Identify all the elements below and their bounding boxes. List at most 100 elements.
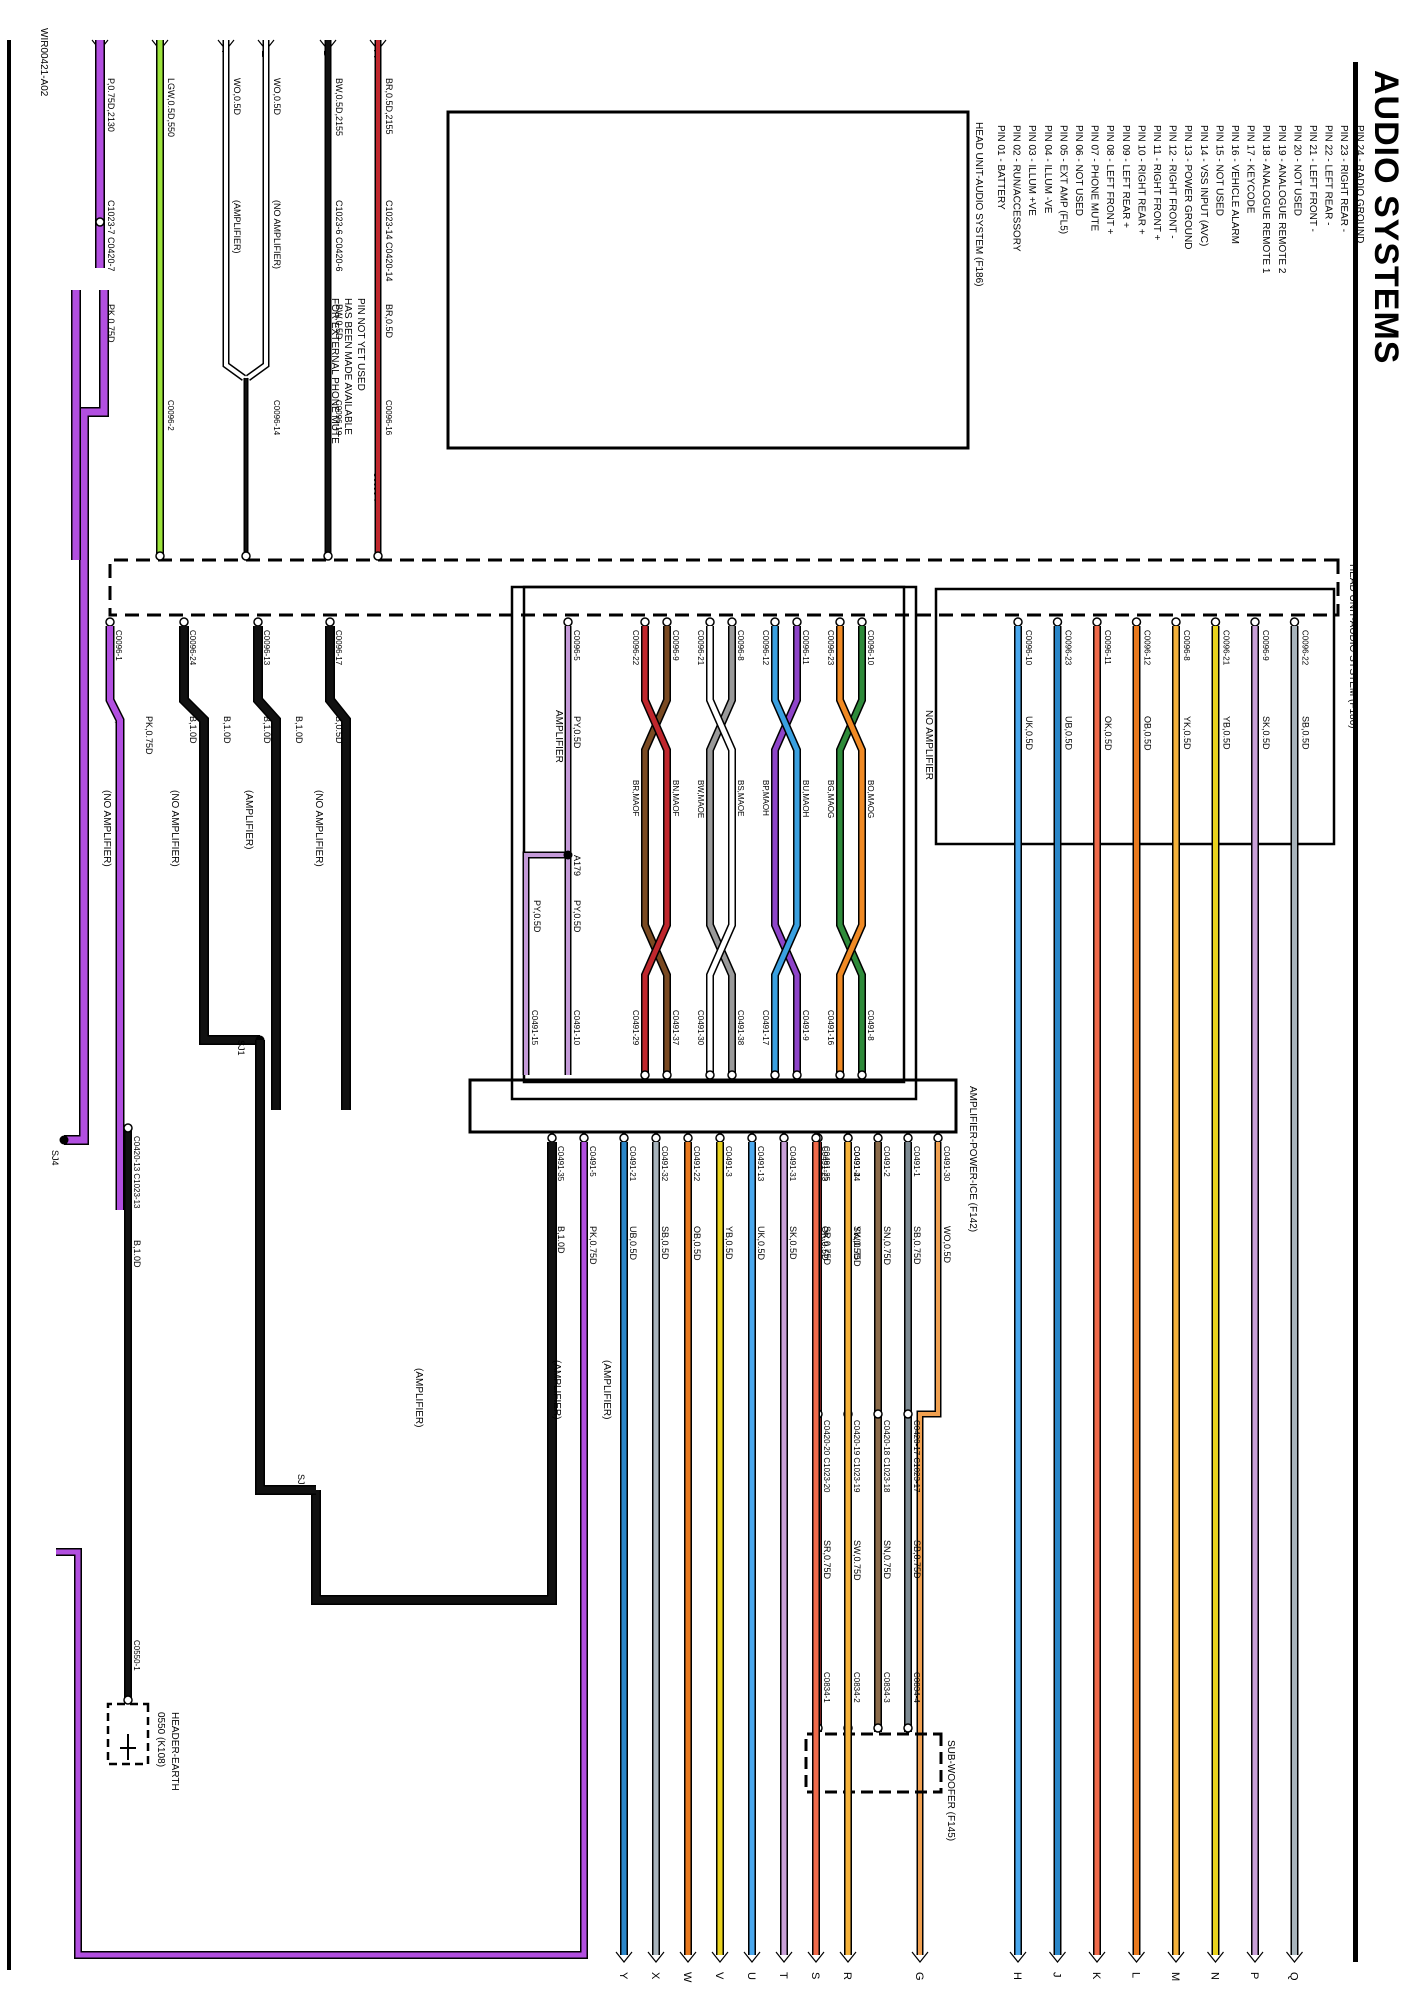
junction-a179-label: A179 bbox=[572, 855, 582, 876]
head-unit-wire-label: UB,0.5D bbox=[1064, 716, 1074, 751]
head-unit-pin-connector: C0096-11 bbox=[1103, 630, 1112, 665]
left-wire-label: BW,0.5D,2155 bbox=[334, 78, 344, 136]
left-wire-f bbox=[224, 40, 246, 380]
header-earth-title: HEADER-EARTH bbox=[169, 1712, 180, 1791]
left-wire-connector: (AMPLIFIER) bbox=[232, 200, 242, 254]
amp-power-wire-label: SW,0.75D bbox=[852, 1226, 862, 1267]
amp-purple-branch bbox=[524, 853, 568, 1075]
pin-table-entry: PIN 10 - RIGHT REAR + bbox=[1135, 125, 1146, 235]
pin-table-entry: PIN 09 - LEFT REAR + bbox=[1120, 125, 1131, 228]
amp-pair-bottom: C0491-9 bbox=[801, 1010, 810, 1041]
amp-power-mid-connector: C0420-19 C1023-19 bbox=[852, 1420, 861, 1493]
amp-pin bbox=[705, 617, 715, 627]
pin-table-box bbox=[446, 110, 970, 450]
ground-wire-b05 bbox=[326, 626, 350, 1110]
amp-pair-bottom: C0491-37 bbox=[671, 1010, 680, 1046]
header-earth-code: 0550 (K108) bbox=[155, 1712, 166, 1767]
amp-pair-bottom: C0491-16 bbox=[826, 1010, 835, 1046]
left-wire-label: LGW,0.5D,550 bbox=[166, 78, 176, 137]
amp-pair-label: BR,MAOF bbox=[631, 780, 640, 817]
pin-table-entry: PIN 11 - RIGHT FRONT + bbox=[1151, 125, 1162, 240]
pin-table-entry: PIN 19 - ANALOGUE REMOTE 2 bbox=[1276, 125, 1287, 274]
wire-end-w-tick bbox=[679, 1951, 697, 1963]
amp-purple-label: PY,0.5D bbox=[572, 900, 582, 933]
amplifier-box-outer bbox=[510, 585, 918, 1101]
wire-end-l: L bbox=[1130, 1972, 1142, 1978]
wire-end-s-tick bbox=[807, 1951, 825, 1963]
left-wire-connector: C1023-7 C0420-7 bbox=[106, 200, 116, 272]
amp-pin bbox=[640, 1070, 650, 1080]
head-unit-lower-connector: C0096-1 bbox=[114, 630, 123, 661]
amp-power-wire-label: SN,0.75D bbox=[882, 1226, 892, 1266]
amp-pin bbox=[640, 617, 650, 627]
amp-pair-bottom: C0491-8 bbox=[866, 1010, 875, 1041]
left-pin bbox=[323, 551, 333, 561]
wire-end-l-tick bbox=[1128, 1951, 1145, 1963]
wire-end-u-tick bbox=[743, 1951, 761, 1963]
amp-power-mid-label: SR,0.75D bbox=[822, 1540, 832, 1580]
amp-pair-connector: C0096-12 bbox=[761, 630, 770, 666]
head-unit-lower-label: B,0.5D bbox=[334, 716, 344, 744]
head-unit-wire-label: OK,0.5D bbox=[1103, 716, 1113, 751]
wire-end-k: K bbox=[1090, 1972, 1102, 1980]
wire-end-p-tick bbox=[1246, 1951, 1264, 1963]
head-unit-pin bbox=[1250, 617, 1260, 627]
amp-pin bbox=[792, 1070, 802, 1080]
amp-speaker-connector: C0491-3 bbox=[724, 1146, 733, 1177]
amp-power-pin-connector: C0491-1 bbox=[912, 1146, 921, 1177]
left-pin bbox=[241, 551, 251, 561]
left-wire-e-outline bbox=[245, 40, 270, 381]
amp-speaker-wire-label: SK,0.5D bbox=[788, 1226, 798, 1260]
left-wire-label: WO,0.5D bbox=[232, 78, 242, 116]
head-unit-pin bbox=[1171, 617, 1181, 627]
splice-sj4-label: SJ4 bbox=[50, 1150, 60, 1166]
amp-power-pin-connector: C0491-25 bbox=[822, 1146, 831, 1182]
amplifier-label-lower: (AMPLIFIER) bbox=[243, 790, 254, 849]
amp-pair-connector: C0096-21 bbox=[696, 630, 705, 666]
amp-pair-connector: C0096-23 bbox=[826, 630, 835, 666]
pin-table-heading: HEAD UNIT-AUDIO SYSTEM (F186) bbox=[973, 122, 984, 286]
no-amplifier-label-lower: (NO AMPLIFIER) bbox=[313, 790, 324, 867]
head-unit-pin bbox=[1052, 617, 1063, 627]
amp-power-mid-connector: C0420-17 C1023-17 bbox=[912, 1420, 921, 1493]
amp-pair-label: BS,MAOE bbox=[736, 780, 745, 816]
amp-speaker-wire-label: YB,0.5D bbox=[724, 1226, 734, 1260]
left-wire-label2: PK,0.75D bbox=[106, 304, 116, 343]
amp-power-pin-connector: C0491-24 bbox=[852, 1146, 861, 1182]
wire-end-q: Q bbox=[1288, 1972, 1300, 1981]
pin-table-entry: PIN 21 - LEFT FRONT - bbox=[1307, 125, 1318, 232]
title-rule bbox=[1353, 62, 1358, 1962]
wire-end-s: S bbox=[809, 1972, 821, 1979]
amp-pair-wire bbox=[837, 626, 865, 1075]
amp-pair-label: BW,MAOE bbox=[696, 780, 705, 818]
amp-ground-connector: C0491-35 bbox=[556, 1146, 565, 1182]
pin-table-entry: PIN 20 - NOT USED bbox=[1291, 125, 1302, 216]
head-unit-lower-connector: C0096-17 bbox=[334, 630, 343, 666]
amp-speaker-wire-label: UK,0.5D bbox=[756, 1226, 766, 1261]
left-border-rule bbox=[7, 40, 11, 1970]
head-unit-pin-connector: C0096-23 bbox=[1064, 630, 1073, 666]
earth-connector: C0420-13 C1023-13 bbox=[132, 1136, 141, 1209]
pin-table-entry: PIN 22 - LEFT REAR - bbox=[1323, 125, 1334, 225]
amp-pair-wire bbox=[642, 626, 670, 1075]
amp-pair-label: BP,MAOH bbox=[761, 780, 770, 816]
wire-end-n-tick bbox=[1207, 1951, 1224, 1963]
splice-sj1-label: SJ1 bbox=[296, 1474, 306, 1490]
ground-symbol-icon bbox=[120, 1734, 136, 1760]
amp-pair-label: BN,MAOF bbox=[671, 780, 680, 817]
amp-power-mid-pin bbox=[903, 1409, 913, 1419]
amp-power-mid-pin bbox=[873, 1409, 883, 1419]
head-unit-lower-label2: B,1.0D bbox=[294, 716, 304, 744]
amp-speaker-pin bbox=[715, 1133, 725, 1143]
no-amplifier-label-lower: (NO AMPLIFIER) bbox=[101, 790, 112, 867]
amp-pin bbox=[857, 1070, 867, 1080]
head-unit-pin bbox=[1092, 617, 1102, 627]
amp-speaker-pin bbox=[651, 1133, 661, 1143]
amp-speaker-connector: C0491-21 bbox=[628, 1146, 637, 1182]
head-unit-lower-pin bbox=[253, 617, 263, 627]
left-wire-connector2: C0096-14 bbox=[272, 400, 281, 436]
wire-end-h: H bbox=[1011, 1972, 1023, 1980]
amp-power-wire bbox=[918, 1142, 940, 1955]
amp-speaker-pin bbox=[619, 1133, 629, 1143]
